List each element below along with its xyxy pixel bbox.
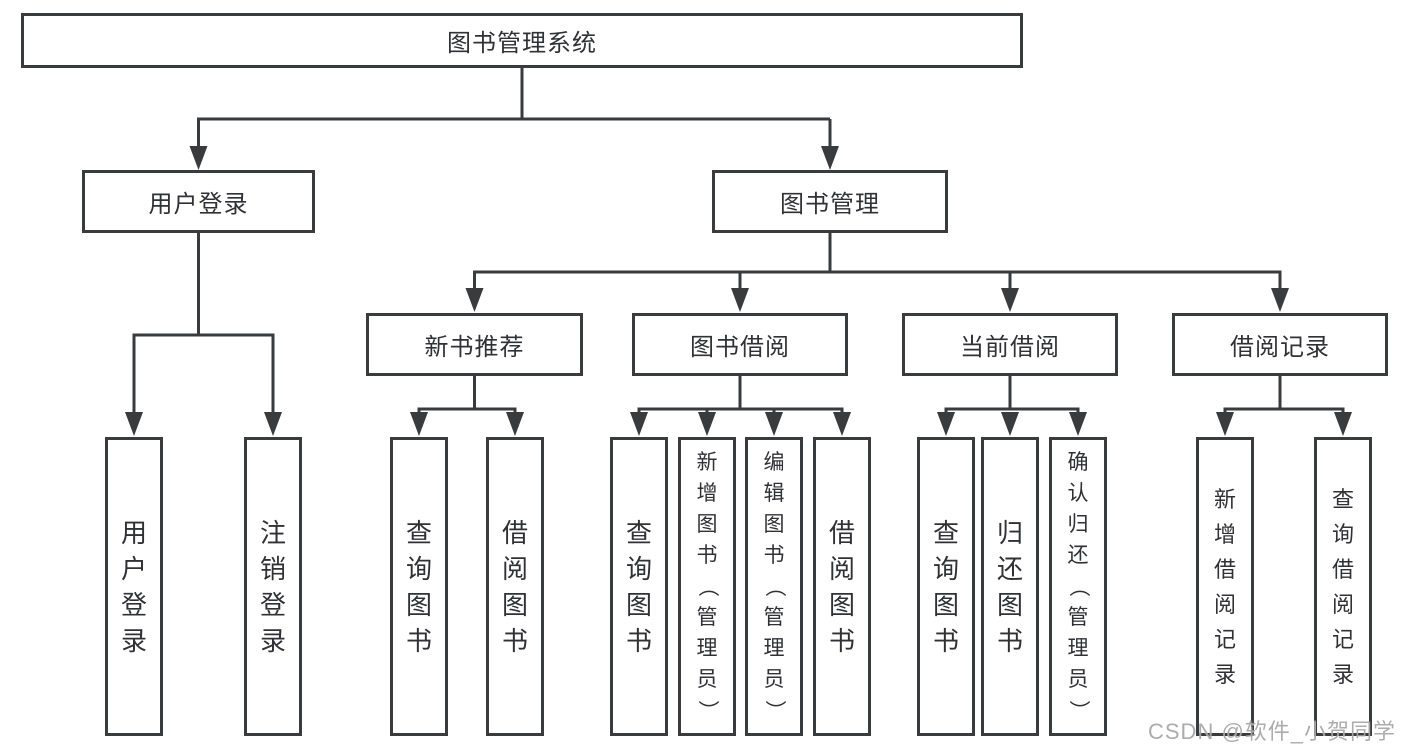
node-label: 借阅记录 [1230,334,1330,361]
leaf-add-borrow-record: 新增借阅记录 [1196,437,1254,736]
leaf-query-borrow-record: 查询借阅记录 [1314,437,1372,736]
leaf-confirm-return-admin: 确认归还（管理员） [1049,437,1107,736]
node-label: 用户登录 [148,191,249,218]
leaf-borrow-books-1: 借阅图书 [486,437,544,736]
node-book-management: 图书管理 [712,170,948,233]
node-root-library-management-system: 图书管理系统 [21,13,1023,68]
csdn-watermark: CSDN @软件_小贺同学 [1148,719,1397,744]
node-new-book-recommend: 新书推荐 [366,313,583,376]
leaf-user-login: 用户登录 [105,437,163,736]
node-label: 图书借阅 [690,334,790,361]
leaf-borrow-books-2: 借阅图书 [813,437,871,736]
node-label: 图书管理系统 [447,30,597,57]
leaf-query-books-3: 查询图书 [917,437,975,736]
node-user-login: 用户登录 [82,170,315,233]
node-label: 当前借阅 [960,334,1060,361]
node-book-borrowing: 图书借阅 [632,313,848,376]
node-label: 新书推荐 [424,334,525,361]
leaf-logout: 注销登录 [244,437,302,736]
node-label: 图书管理 [780,191,880,218]
leaf-add-books-admin: 新增图书（管理员） [678,437,736,736]
leaf-query-books-1: 查询图书 [390,437,448,736]
node-borrowing-records: 借阅记录 [1172,313,1388,376]
leaf-edit-books-admin: 编辑图书（管理员） [745,437,803,736]
leaf-return-books: 归还图书 [981,437,1039,736]
node-current-borrowing: 当前借阅 [902,313,1118,376]
leaf-query-books-2: 查询图书 [610,437,668,736]
